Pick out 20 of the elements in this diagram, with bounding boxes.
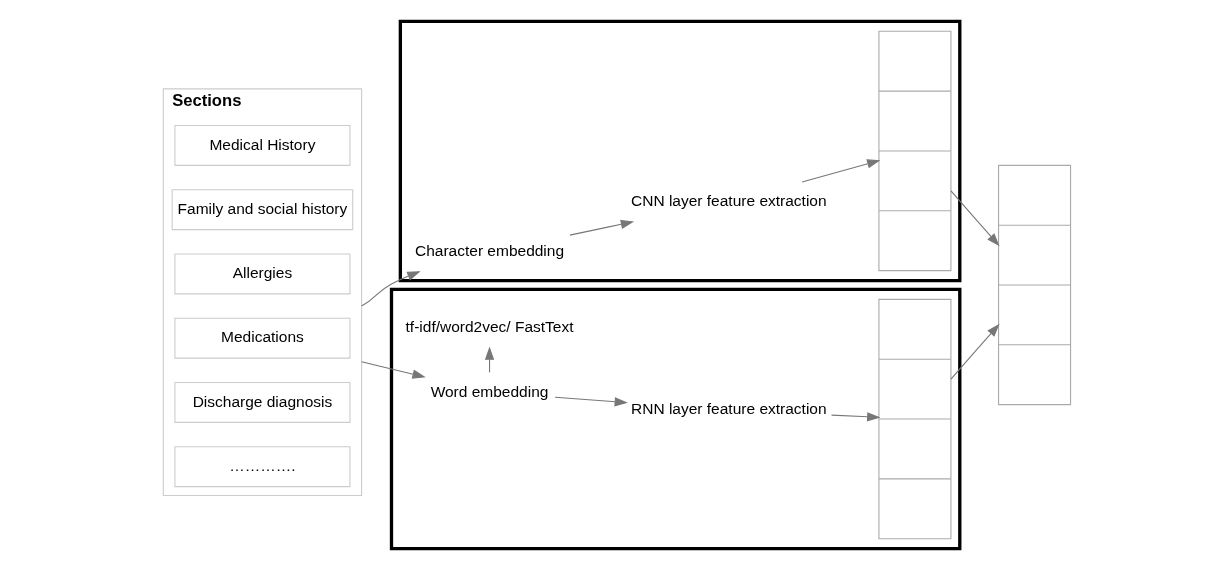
cluster [389,287,962,551]
node-text: RNN layer feature extraction [631,400,827,418]
node-box: Medical History [174,124,351,166]
node-box: Discharge diagnosis [174,381,351,423]
arrow [831,412,881,422]
node-box: Medications [174,317,351,359]
arrow [950,190,1000,247]
node-text: Word embedding [430,382,549,400]
arrow [554,396,628,407]
node-box: Family and social history [171,189,354,231]
node-box: Allergies [174,253,351,295]
arrow [361,271,421,307]
node-text: Character embedding [415,241,565,259]
node-text: tf-idf/word2vec/ FastText [405,318,574,336]
arrow [361,361,426,379]
arrow [950,323,1000,380]
arrow [569,219,635,236]
arrow [801,159,881,183]
node-box: …………. [174,446,351,488]
node-text: CNN layer feature extraction [631,192,827,210]
